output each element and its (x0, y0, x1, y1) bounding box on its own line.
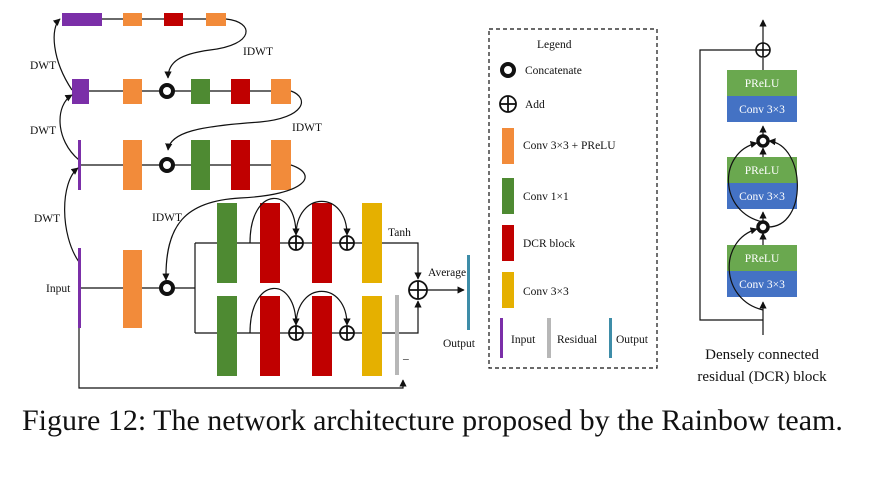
dcr-caption-line1: Densely connected (705, 347, 819, 363)
output-label: Output (443, 338, 476, 350)
dwt-arrow-level2 (59, 94, 80, 161)
dcr-conv-label-2: Conv 3×3 (739, 191, 785, 203)
legend-item-conv3x3: Conv 3×3 (523, 286, 569, 298)
conv-prelu-block-level2-a (123, 79, 142, 104)
dwt-label-level1: DWT (34, 213, 60, 225)
conv3x3-block-lower (362, 296, 382, 376)
idwt-label-level2: IDWT (292, 122, 322, 134)
dcr-conv-box-2 (727, 183, 797, 209)
conv1x1-block-level2 (191, 79, 210, 104)
dcr-skip-arrow-b (727, 140, 764, 223)
global-skip-connection (78, 328, 407, 389)
dcr-conv-label-3: Conv 3×3 (739, 279, 785, 291)
figure-caption: Figure 12: The network architecture prop… (22, 404, 843, 437)
legend-item-conv-prelu: Conv 3×3 + PReLU (523, 140, 616, 152)
residual-bar (395, 295, 399, 375)
conv3x3-block-upper (362, 203, 382, 283)
dwt-arrow-level1 (64, 167, 80, 263)
dcr-prelu-box-2 (727, 157, 797, 183)
legend-swatch-conv1x1 (502, 178, 514, 214)
skip-arrow-lower-b (295, 290, 351, 327)
dcr-outer-skip (699, 49, 763, 321)
dcr-block-upper-b (312, 203, 332, 283)
legend-title: Legend (537, 39, 572, 51)
input-bar-level3 (62, 13, 102, 26)
legend-box (488, 28, 658, 369)
dwt-label-level3: DWT (30, 60, 56, 72)
legend-bar-residual: Residual (557, 334, 597, 346)
residual-to-average-arrow (399, 300, 422, 334)
conv-prelu-block-level3-b (206, 13, 226, 26)
legend-swatch-dcr (502, 225, 514, 261)
legend-swatch-conv3x3 (502, 272, 514, 308)
legend-bar-input: Input (511, 334, 536, 346)
dcr-skip-arrow-c (767, 138, 798, 228)
input-bar-level2 (72, 79, 89, 104)
conv1x1-block-level1 (191, 140, 210, 190)
skip-arrow-upper-b (295, 200, 351, 237)
dcr-block-lower-b (312, 296, 332, 376)
conv1x1-block-lower (217, 296, 237, 376)
dcr-block-level2 (231, 79, 250, 104)
network-architecture-diagram: IDWT DWT IDWT DWT IDWT DWT Input (30, 13, 827, 389)
legend-swatch-output (609, 318, 612, 358)
input-label: Input (46, 283, 71, 295)
legend-swatch-conv-prelu (502, 128, 514, 164)
dcr-conv-box-1 (727, 96, 797, 122)
dcr-block-upper-a (260, 203, 280, 283)
dcr-concatenate-icon-1 (756, 134, 770, 148)
dcr-skip-arrow-a (728, 227, 764, 311)
average-label: Average (428, 267, 466, 279)
idwt-label-level3: IDWT (243, 46, 273, 58)
input-bar-level1 (78, 140, 81, 190)
conv-prelu-block-main (123, 250, 142, 328)
skip-arrow-lower-a (249, 287, 300, 334)
dcr-prelu-label-1: PReLU (745, 78, 780, 90)
dcr-prelu-label-2: PReLU (745, 165, 780, 177)
legend-item-conv1x1: Conv 1×1 (523, 191, 569, 203)
dcr-concatenate-icon-2 (756, 220, 770, 234)
input-bar-main (78, 248, 81, 328)
dcr-conv-box-3 (727, 271, 797, 297)
dcr-caption-line2: residual (DCR) block (697, 369, 827, 385)
conv1x1-block-upper (217, 203, 237, 283)
tanh-label: Tanh (388, 227, 411, 239)
dcr-prelu-label-3: PReLU (745, 253, 780, 265)
skip-arrow-upper-a (249, 197, 300, 244)
dcr-block-level3 (164, 13, 183, 26)
conv-prelu-block-level1-b (271, 140, 291, 190)
dcr-block-level1 (231, 140, 250, 190)
legend-concatenate-icon (500, 62, 516, 78)
dwt-arrow-level3 (52, 18, 73, 91)
concatenate-icon-level1 (159, 157, 175, 173)
idwt-arrow-level2 (165, 90, 302, 151)
dwt-label-level2: DWT (30, 125, 56, 137)
conv-prelu-block-level3-a (123, 13, 142, 26)
legend-swatch-input (500, 318, 503, 358)
tanh-arrow (382, 242, 422, 280)
idwt-label-level1: IDWT (152, 212, 182, 224)
legend-item-dcr: DCR block (523, 238, 575, 250)
output-bar (467, 255, 470, 330)
idwt-arrow-level3 (164, 18, 247, 79)
dcr-conv-label-1: Conv 3×3 (739, 104, 785, 116)
legend-bar-output: Output (616, 334, 649, 346)
conv-prelu-block-level2-b (271, 79, 291, 104)
dcr-block-lower-a (260, 296, 280, 376)
legend-swatch-residual (547, 318, 551, 358)
conv-prelu-block-level1-a (123, 140, 142, 190)
idwt-arrow-level1 (162, 164, 306, 281)
concatenate-icon-level2 (159, 83, 175, 99)
dcr-prelu-box-3 (727, 245, 797, 271)
minus-label: – (402, 353, 409, 365)
dcr-prelu-box-1 (727, 70, 797, 96)
concatenate-icon-main (159, 280, 175, 296)
legend-item-add: Add (525, 99, 545, 111)
legend-item-concatenate: Concatenate (525, 65, 582, 77)
